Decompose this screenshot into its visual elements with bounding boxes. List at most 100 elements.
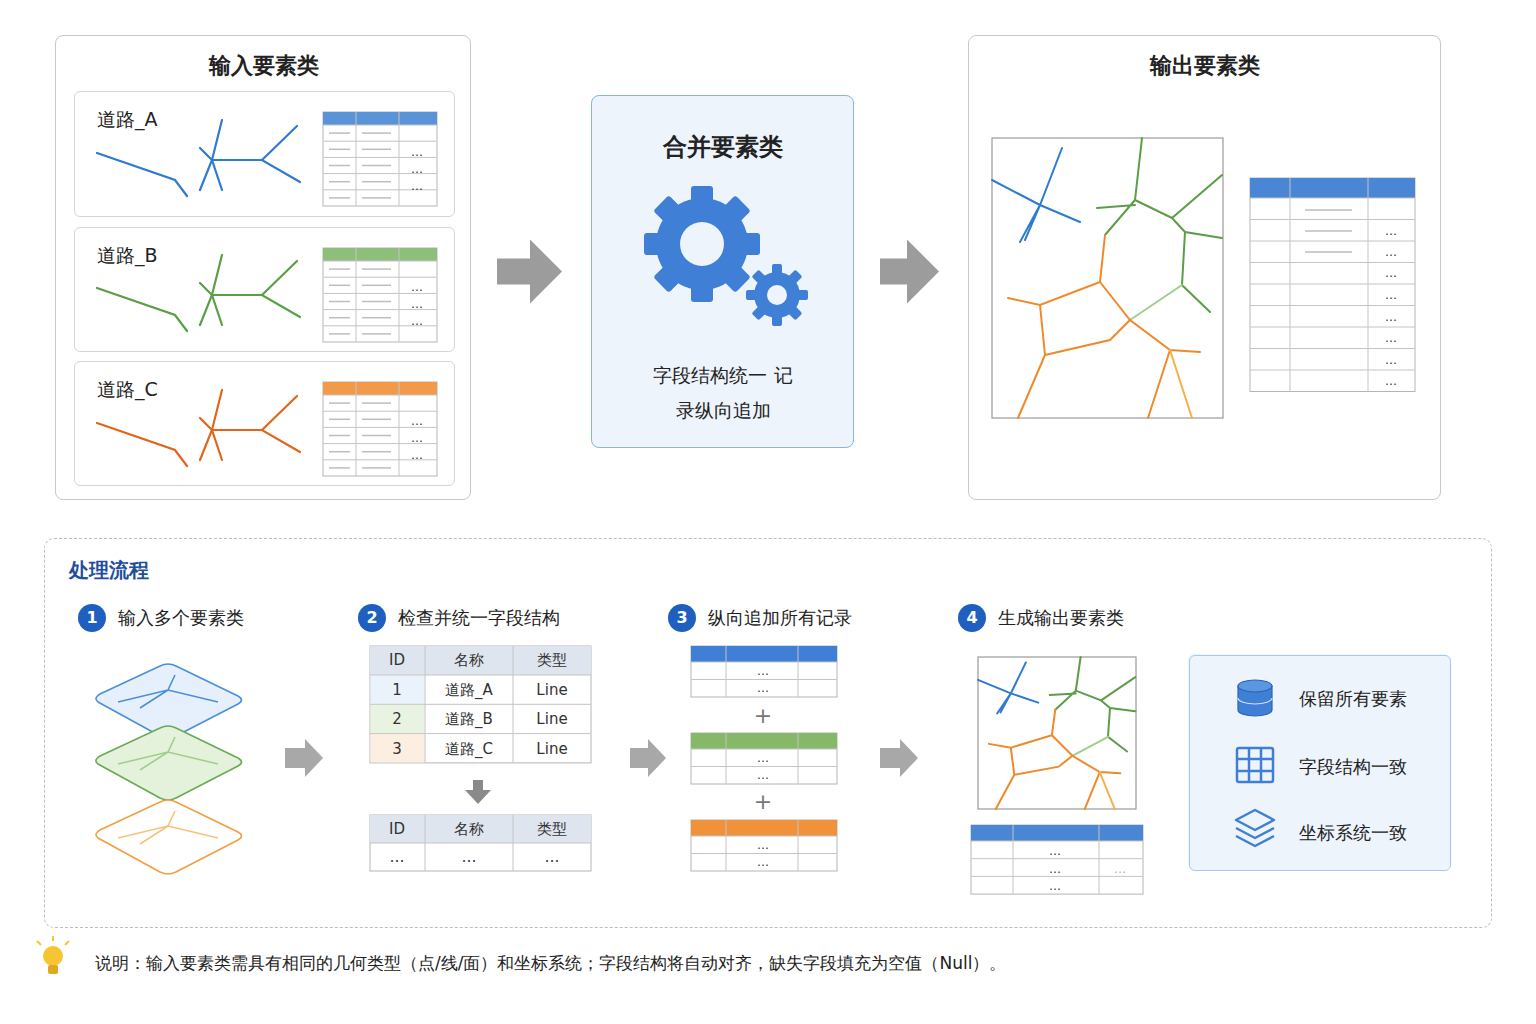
table-stroke bbox=[399, 112, 400, 206]
table-stroke bbox=[323, 277, 437, 278]
node-text: 字段结构统一 记录纵向追加 bbox=[648, 358, 798, 428]
table-stroke bbox=[513, 646, 514, 763]
table-stroke bbox=[362, 451, 391, 453]
illustration-stroke bbox=[746, 264, 808, 326]
table-cell: … bbox=[411, 280, 423, 294]
table-stroke bbox=[513, 815, 514, 871]
table-stroke bbox=[323, 248, 437, 261]
table-cell: … bbox=[757, 838, 769, 852]
illustration-stroke bbox=[630, 739, 666, 777]
illustration-stroke bbox=[97, 255, 300, 331]
node-text: 输入多个要素类 bbox=[118, 607, 244, 629]
table-stroke bbox=[323, 141, 437, 142]
table-stroke bbox=[691, 646, 837, 697]
node-text: 字段结构一致 bbox=[1299, 756, 1407, 778]
feature-summary-box: 保留所有要素字段结构一致坐标系统一致 bbox=[1189, 655, 1451, 871]
table-stroke bbox=[1250, 262, 1415, 263]
table-stroke bbox=[362, 435, 391, 437]
table-stroke bbox=[1250, 327, 1415, 328]
table-stroke bbox=[356, 112, 357, 206]
table-stroke bbox=[971, 825, 1143, 894]
step-number: 1输入多个要素类 bbox=[78, 604, 106, 632]
illustration-stroke bbox=[591, 95, 854, 448]
table-cell: ID bbox=[389, 651, 405, 669]
illustration-stroke bbox=[1236, 748, 1274, 846]
table-stroke bbox=[329, 132, 350, 134]
illustration-stroke bbox=[118, 737, 218, 770]
table-stroke bbox=[691, 662, 837, 663]
table-stroke bbox=[323, 112, 437, 125]
table-stroke bbox=[329, 268, 350, 270]
illustration-stroke bbox=[767, 285, 787, 305]
table-cell: 1 bbox=[392, 681, 402, 699]
input-panel: 输入要素类道路_A道路_B道路_C bbox=[55, 35, 471, 500]
table-stroke bbox=[691, 749, 837, 750]
table-cell: … bbox=[411, 179, 423, 193]
table-cell: … bbox=[1385, 310, 1397, 324]
table-stroke bbox=[399, 382, 400, 476]
table-stroke bbox=[399, 248, 400, 342]
illustration-stroke bbox=[978, 657, 1136, 809]
table-stroke bbox=[1290, 178, 1291, 392]
illustration-stroke bbox=[1238, 680, 1272, 716]
table-stroke bbox=[425, 646, 426, 763]
table-cell: 3 bbox=[392, 740, 402, 758]
illustration-stroke bbox=[96, 726, 242, 800]
table-cell: 名称 bbox=[454, 651, 484, 669]
step-number: 4生成输出要素类 bbox=[958, 604, 986, 632]
table-cell: … bbox=[757, 681, 769, 695]
table-cell: + bbox=[754, 703, 772, 729]
table-cell: … bbox=[462, 848, 477, 866]
table-stroke bbox=[798, 646, 799, 697]
table-stroke bbox=[323, 382, 437, 395]
table-stroke bbox=[1250, 305, 1415, 306]
table-stroke bbox=[329, 301, 350, 303]
table-cell: 名称 bbox=[454, 820, 484, 838]
table-stroke bbox=[1305, 230, 1352, 232]
table-cell: … bbox=[1385, 353, 1397, 367]
table-stroke bbox=[356, 382, 357, 476]
table-stroke bbox=[726, 733, 727, 784]
table-stroke bbox=[1250, 284, 1415, 285]
node-title: 输入要素类 bbox=[209, 53, 319, 79]
table-cell: Line bbox=[536, 710, 567, 728]
illustration-stroke bbox=[787, 305, 803, 321]
table-cell: Line bbox=[536, 740, 567, 758]
illustration-stroke bbox=[43, 946, 63, 966]
table-stroke bbox=[329, 181, 350, 183]
table-cell: … bbox=[545, 848, 560, 866]
table-stroke bbox=[726, 646, 727, 697]
table-stroke bbox=[1250, 370, 1415, 371]
table-stroke bbox=[329, 333, 350, 335]
table-stroke bbox=[370, 646, 591, 675]
table-cell: 类型 bbox=[537, 820, 567, 838]
illustration-stroke bbox=[691, 280, 713, 302]
table-stroke bbox=[370, 646, 591, 763]
table-stroke bbox=[1250, 178, 1415, 198]
table-stroke bbox=[323, 411, 437, 412]
process-panel: 处理流程1输入多个要素类2检查并统一字段结构3纵向追加所有记录4生成输出要素类保… bbox=[44, 538, 1492, 928]
table-stroke bbox=[323, 261, 437, 262]
caption-note: 说明：输入要素类需具有相同的几何类型（点/线/面）和坐标系统；字段结构将自动对齐… bbox=[95, 953, 1006, 973]
illustration-stroke bbox=[796, 290, 808, 300]
flow-arrow bbox=[497, 240, 562, 304]
table-stroke bbox=[323, 112, 437, 206]
table-stroke bbox=[329, 317, 350, 319]
illustration-stroke bbox=[1238, 698, 1272, 704]
table-cell: … bbox=[1385, 331, 1397, 345]
table-stroke bbox=[971, 825, 1143, 841]
table-stroke bbox=[370, 815, 591, 843]
illustration-stroke bbox=[772, 264, 782, 276]
table-stroke bbox=[329, 285, 350, 287]
table-stroke bbox=[362, 165, 391, 167]
illustration-stroke bbox=[323, 112, 1415, 894]
node-text: 生成输出要素类 bbox=[998, 607, 1124, 629]
step-number: 2检查并统一字段结构 bbox=[358, 604, 386, 632]
table-stroke bbox=[323, 248, 437, 342]
table-cell: … bbox=[411, 448, 423, 462]
table-stroke bbox=[1305, 209, 1352, 211]
table-cell: … bbox=[411, 314, 423, 328]
table-stroke bbox=[425, 815, 426, 871]
table-stroke bbox=[329, 402, 350, 404]
